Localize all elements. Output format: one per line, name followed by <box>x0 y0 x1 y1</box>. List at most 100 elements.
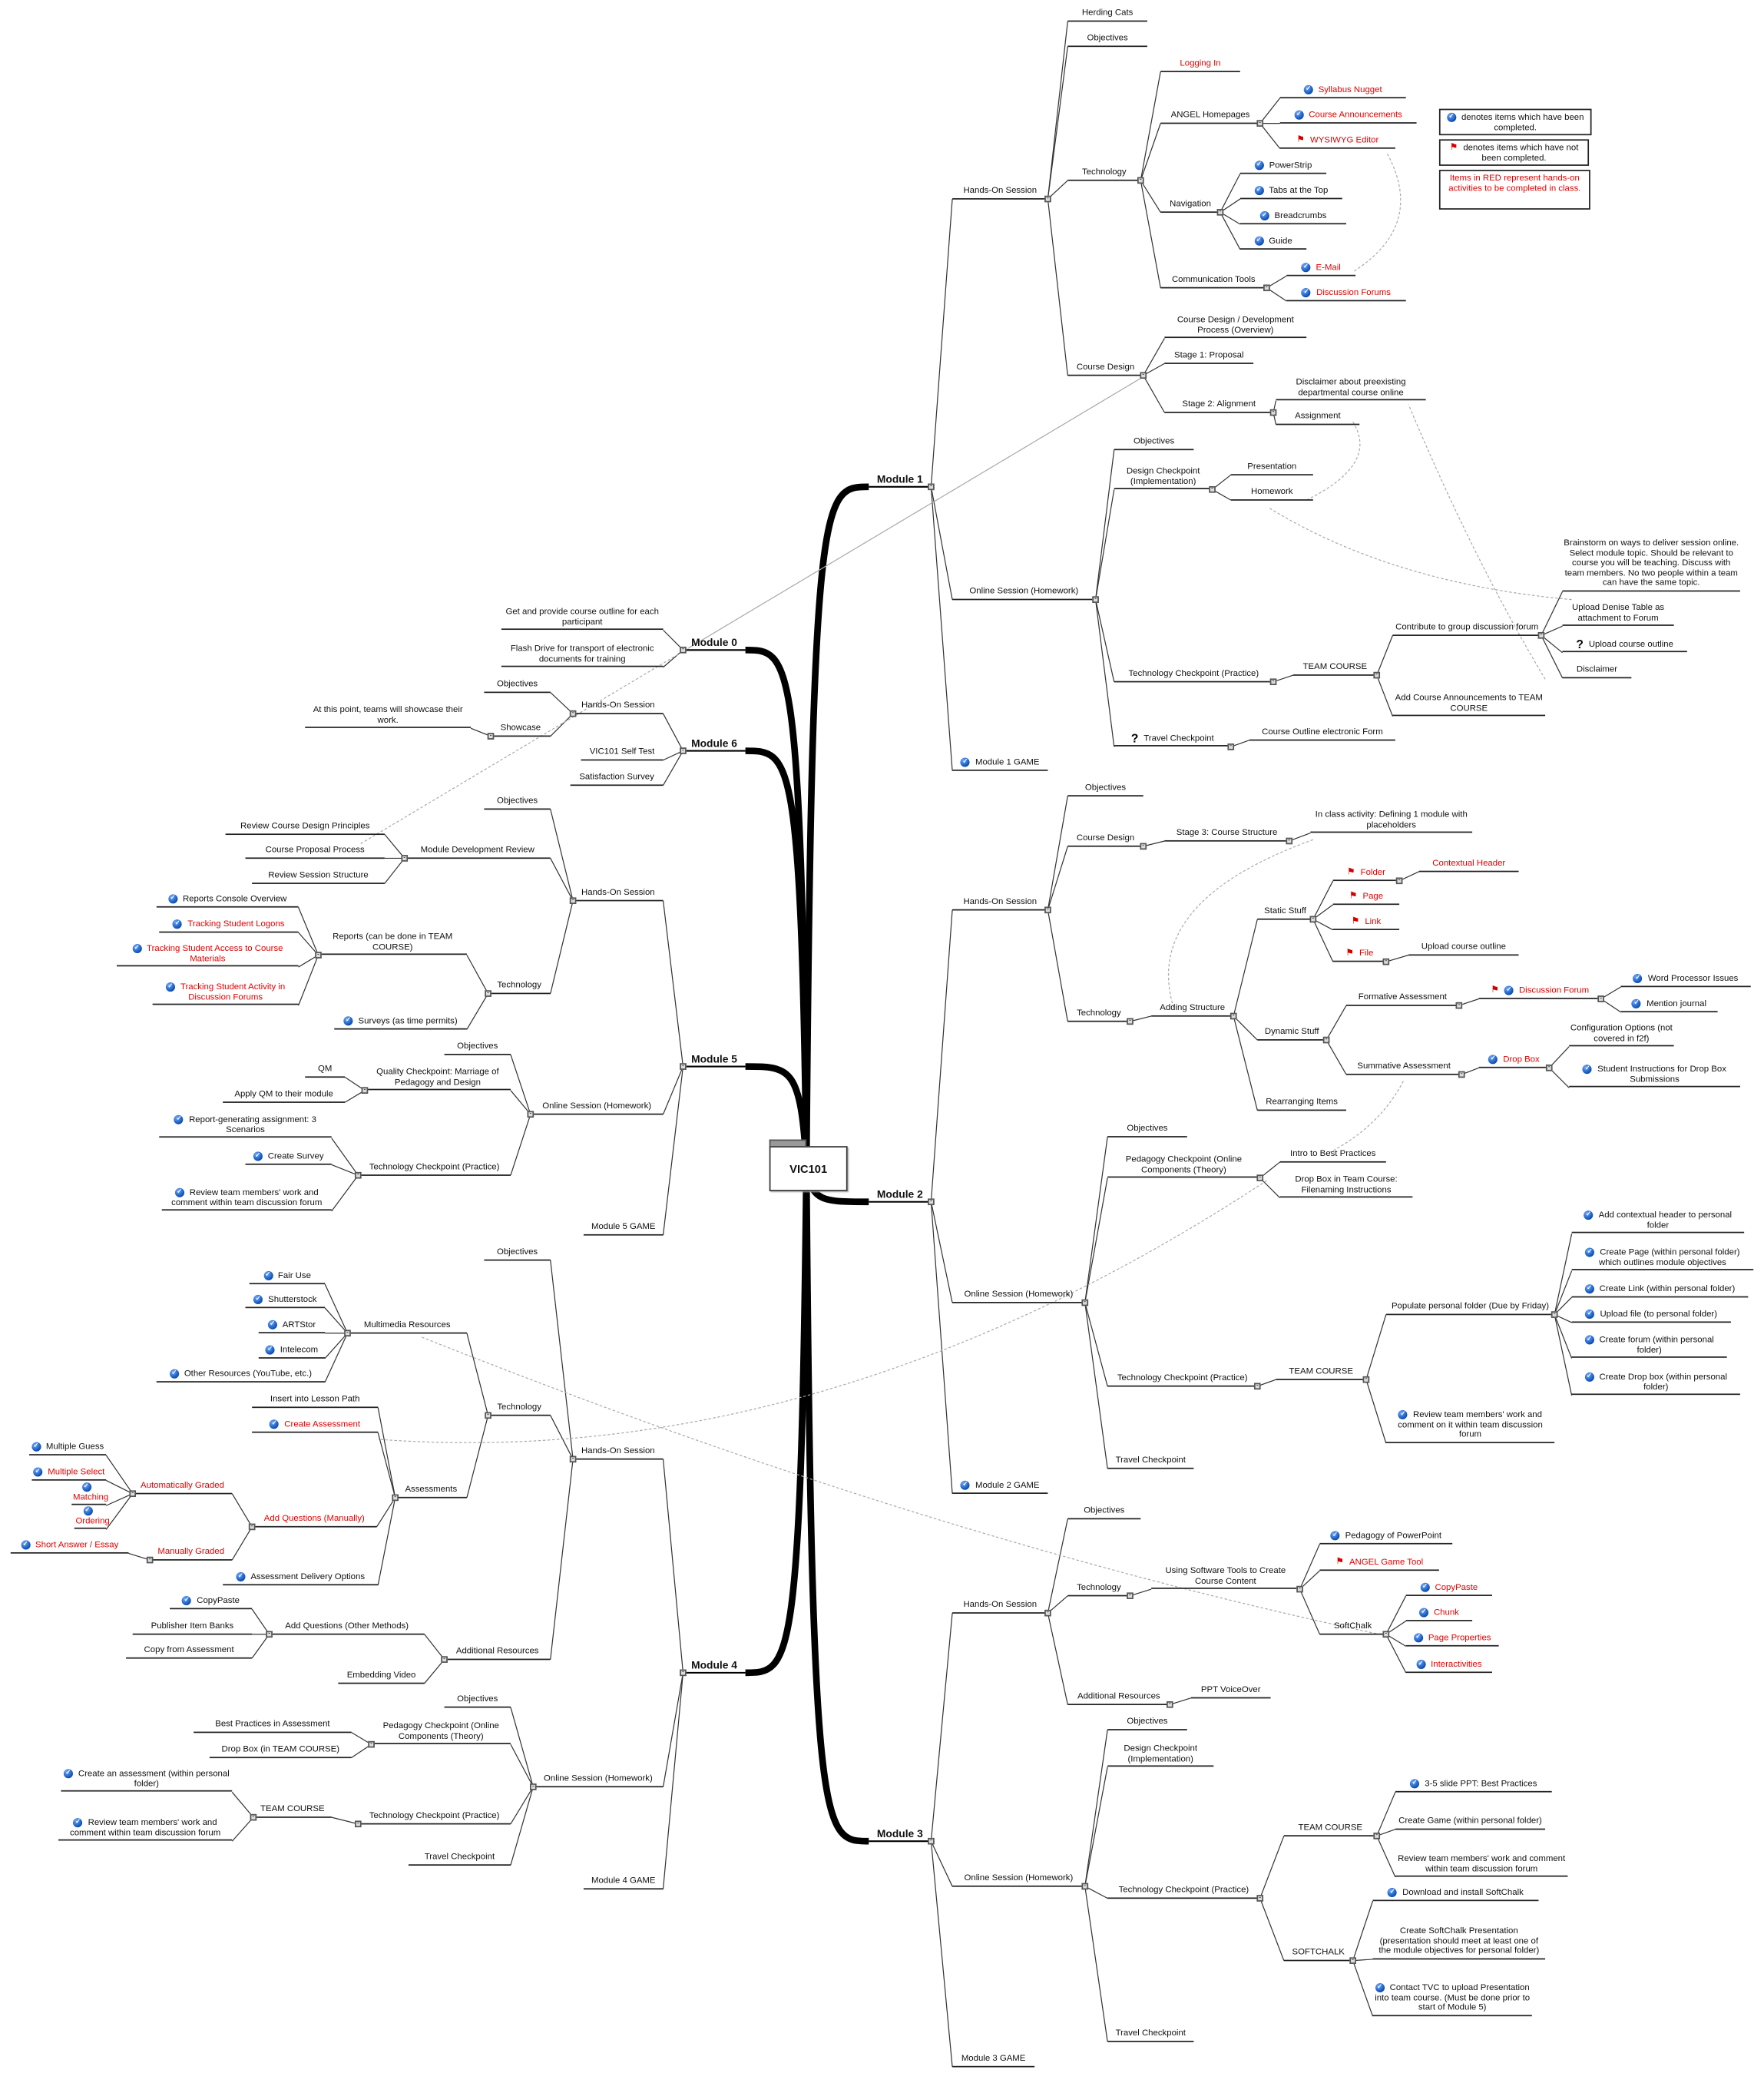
topic-node[interactable]: Course Proposal Process <box>245 846 385 859</box>
topic-node[interactable]: Dynamic Stuff <box>1257 1027 1327 1041</box>
topic-node[interactable]: Multimedia Resources <box>347 1320 467 1333</box>
topic-node[interactable]: ⚑Page <box>1332 892 1400 905</box>
topic-node[interactable]: ⚑✓Discussion Forum <box>1478 985 1601 999</box>
collapse-toggle[interactable]: - <box>680 747 687 754</box>
topic-node[interactable]: Module 4 GAME <box>583 1876 664 1889</box>
topic-node[interactable]: ✓Chunk <box>1405 1608 1473 1621</box>
topic-node[interactable]: Pedagogy Checkpoint (Online Components (… <box>371 1721 511 1745</box>
topic-node[interactable]: Technology Checkpoint (Practice) <box>1114 669 1274 682</box>
topic-node[interactable]: Stage 2: Alignment <box>1164 400 1274 413</box>
topic-node[interactable]: ⚑ANGEL Game Tool <box>1319 1558 1439 1571</box>
collapse-toggle[interactable]: - <box>1349 1956 1356 1964</box>
topic-node[interactable]: Adding Structure <box>1151 1003 1234 1016</box>
topic-node[interactable]: Review Course Design Principles <box>225 822 385 835</box>
topic-node[interactable]: Objectives <box>1107 1717 1187 1730</box>
collapse-toggle[interactable]: - <box>928 483 935 491</box>
topic-node[interactable]: TEAM COURSE <box>1276 1367 1366 1380</box>
topic-node[interactable]: Presentation <box>1230 462 1313 475</box>
topic-node[interactable]: ✓Review team members' work and comment w… <box>58 1818 233 1842</box>
topic-node[interactable]: Populate personal folder (Due by Friday) <box>1385 1302 1555 1315</box>
topic-node[interactable]: Drop Box (in TEAM COURSE) <box>209 1745 352 1758</box>
topic-node[interactable]: Technology <box>1067 1583 1130 1596</box>
collapse-toggle[interactable]: - <box>1140 372 1147 379</box>
collapse-toggle[interactable]: - <box>1395 877 1403 885</box>
topic-node[interactable]: Brainstorm on ways to deliver session on… <box>1562 538 1740 592</box>
collapse-toggle[interactable]: - <box>1597 995 1604 1002</box>
topic-node[interactable]: Logging In <box>1160 59 1240 72</box>
topic-node[interactable]: Module 3 GAME <box>952 2054 1035 2067</box>
collapse-toggle[interactable]: - <box>248 1523 256 1531</box>
topic-node[interactable]: Design Checkpoint (Implementation) <box>1107 1744 1214 1767</box>
topic-node[interactable]: ✓Report-generating assignment: 3 Scenari… <box>159 1114 332 1138</box>
collapse-toggle[interactable]: - <box>485 989 491 997</box>
topic-node[interactable]: ✓Create an assessment (within personal f… <box>61 1769 233 1793</box>
topic-node[interactable]: ✓Download and install SoftChalk <box>1372 1887 1539 1901</box>
module-topic[interactable]: Module 4 <box>683 1660 745 1674</box>
collapse-toggle[interactable]: - <box>1309 916 1317 923</box>
topic-node[interactable]: ✓E-Mail <box>1286 263 1356 277</box>
collapse-toggle[interactable]: - <box>1209 485 1216 493</box>
collapse-toggle[interactable]: - <box>1044 1609 1051 1617</box>
topic-node[interactable]: ✓Tracking Student Activity in Discussion… <box>152 982 299 1006</box>
topic-node[interactable]: ✓Upload file (to personal folder) <box>1571 1309 1731 1323</box>
topic-node[interactable]: Additional Resources <box>1067 1692 1170 1705</box>
topic-node[interactable]: Drop Box in Team Course: Filenaming Inst… <box>1279 1175 1413 1198</box>
topic-node[interactable]: ✓Create Page (within personal folder) wh… <box>1571 1247 1754 1271</box>
collapse-toggle[interactable]: - <box>354 1820 362 1828</box>
topic-node[interactable]: ✓Drop Box <box>1478 1055 1550 1068</box>
topic-node[interactable]: Pedagogy Checkpoint (Online Components (… <box>1107 1155 1260 1178</box>
collapse-toggle[interactable]: - <box>487 732 495 740</box>
topic-node[interactable]: Objectives <box>484 796 551 810</box>
topic-node[interactable]: Navigation <box>1160 200 1220 213</box>
topic-node[interactable]: ✓Intelecom <box>258 1345 326 1359</box>
collapse-toggle[interactable]: - <box>569 1455 577 1463</box>
topic-node[interactable]: Intro to Best Practices <box>1279 1149 1386 1162</box>
collapse-toggle[interactable]: - <box>1296 1585 1303 1593</box>
topic-node[interactable]: Embedding Video <box>338 1671 425 1684</box>
topic-node[interactable]: Create Game (within personal folder) <box>1395 1816 1546 1830</box>
collapse-toggle[interactable]: - <box>1216 208 1224 216</box>
topic-node[interactable]: Publisher Item Banks <box>132 1621 253 1634</box>
collapse-toggle[interactable]: - <box>354 1171 362 1179</box>
collapse-toggle[interactable]: - <box>1269 409 1277 416</box>
topic-node[interactable]: ?Travel Checkpoint <box>1114 733 1231 747</box>
topic-node[interactable]: ✓Contact TVC to upload Presentation into… <box>1372 1982 1532 2017</box>
topic-node[interactable]: ANGEL Homepages <box>1160 111 1260 124</box>
topic-node[interactable]: Get and provide course outline for each … <box>501 608 664 631</box>
topic-node[interactable]: ✓Surveys (as time permits) <box>334 1016 467 1030</box>
collapse-toggle[interactable]: - <box>1382 1631 1390 1638</box>
topic-node[interactable]: ✓Other Resources (YouTube, etc.) <box>156 1369 326 1383</box>
collapse-toggle[interactable]: - <box>1137 177 1144 184</box>
collapse-toggle[interactable]: - <box>361 1086 369 1094</box>
topic-node[interactable]: ✓Create Link (within personal folder) <box>1571 1284 1749 1298</box>
topic-node[interactable]: ✓Review team members' work and comment w… <box>161 1187 332 1211</box>
topic-node[interactable]: ✓Guide <box>1239 236 1307 250</box>
topic-node[interactable]: Course Design <box>1067 363 1143 376</box>
topic-node[interactable]: ✓Discussion Forums <box>1286 288 1406 302</box>
module-topic[interactable]: Module 3 <box>869 1828 931 1843</box>
topic-node[interactable]: Create SoftChalk Presentation (presentat… <box>1372 1926 1546 1959</box>
topic-node[interactable]: Objectives <box>1067 783 1143 796</box>
topic-node[interactable]: Best Practices in Assessment <box>194 1720 352 1733</box>
topic-node[interactable]: Travel Checkpoint <box>408 1853 511 1866</box>
topic-node[interactable]: Add Course Announcements to TEAM COURSE <box>1392 694 1546 717</box>
topic-node[interactable]: Technology Checkpoint (Practice) <box>358 1163 511 1176</box>
collapse-toggle[interactable]: - <box>392 1494 399 1502</box>
collapse-toggle[interactable]: - <box>529 1783 537 1790</box>
topic-node[interactable]: Contribute to group discussion forum <box>1392 623 1541 636</box>
collapse-toggle[interactable]: - <box>1044 906 1051 914</box>
topic-node[interactable]: TEAM COURSE <box>253 1805 332 1818</box>
collapse-toggle[interactable]: - <box>1166 1701 1173 1708</box>
topic-node[interactable]: ✓Module 1 GAME <box>952 757 1048 771</box>
collapse-toggle[interactable]: - <box>129 1490 137 1498</box>
topic-node[interactable]: ✓Mention journal <box>1620 998 1718 1012</box>
collapse-toggle[interactable]: - <box>1127 1018 1134 1025</box>
topic-node[interactable]: Technology Checkpoint (Practice) <box>1107 1373 1258 1386</box>
module-topic[interactable]: Module 6 <box>683 737 745 752</box>
collapse-toggle[interactable]: - <box>441 1655 448 1663</box>
collapse-toggle[interactable]: - <box>1373 1832 1381 1840</box>
topic-node[interactable]: ✓Course Announcements <box>1279 110 1417 124</box>
topic-node[interactable]: Assessments <box>395 1485 467 1498</box>
collapse-toggle[interactable]: - <box>250 1813 257 1821</box>
topic-node[interactable]: Apply QM to their module <box>223 1090 346 1103</box>
